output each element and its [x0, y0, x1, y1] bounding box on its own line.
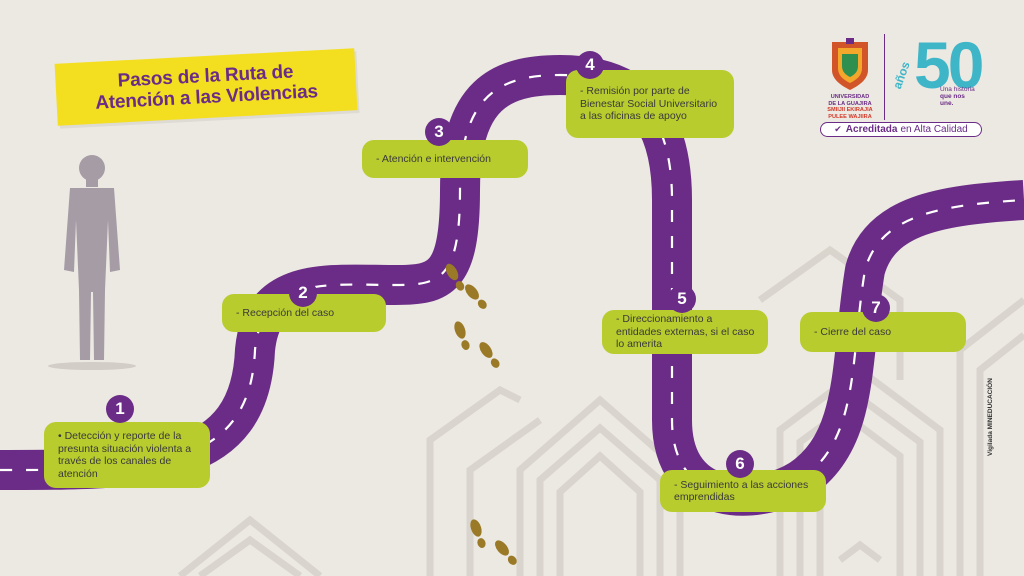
step-text-3: - Atención e intervención [376, 152, 491, 165]
step-box-3: - Atención e intervención [362, 140, 528, 178]
person-silhouette-icon [48, 155, 136, 370]
anniversary-number: 50 [914, 28, 984, 102]
step-number-6: 6 [726, 450, 754, 478]
years-word: años [890, 59, 913, 91]
accredited-rest: en Alta Calidad [900, 124, 968, 135]
slogan-line-3: une. [940, 100, 954, 107]
university-logo: UNIVERSIDAD DE LA GUAJIRA SMIIJII EKIRAJ… [818, 32, 988, 142]
university-name: UNIVERSIDAD DE LA GUAJIRA SMIIJII EKIRAJ… [818, 94, 882, 120]
step-number-7: 7 [862, 294, 890, 322]
university-shield-icon [832, 38, 868, 90]
step-number-2: 2 [289, 279, 317, 307]
check-icon: ✔ [834, 124, 842, 134]
road-center-dashes [0, 73, 1024, 497]
logo-divider [884, 34, 885, 120]
university-line-1: UNIVERSIDAD [830, 94, 870, 100]
step-box-4: - Remisión por parte de Bienestar Social… [566, 70, 734, 138]
step-number-5: 5 [668, 285, 696, 313]
step-text-5: - Direccionamiento a entidades externas,… [616, 313, 755, 351]
footprint-icon [445, 263, 517, 565]
step-number-3: 3 [425, 118, 453, 146]
step-number-1: 1 [106, 395, 134, 423]
vigilada-entity: MINEDUCACIÓN [987, 378, 994, 430]
step-text-2: - Recepción del caso [236, 306, 335, 319]
slogan-line-1: Una historia [940, 86, 975, 93]
step-number-4: 4 [576, 51, 604, 79]
vigilada-mineducacion: Vigilada MINEDUCACIÓN [987, 378, 994, 456]
accredited-bold: Acreditada [845, 124, 898, 135]
logo-slogan: Una historia que nos une. [940, 86, 975, 107]
vigilada-prefix: Vigilada [987, 431, 994, 456]
step-text-7: - Cierre del caso [814, 325, 892, 338]
step-text-4: - Remisión por parte de Bienestar Social… [580, 85, 718, 123]
slogan-line-2: que nos [940, 93, 965, 100]
step-box-6: - Seguimiento a las acciones emprendidas [660, 470, 826, 512]
step-box-5: - Direccionamiento a entidades externas,… [602, 310, 768, 354]
step-text-6: - Seguimiento a las acciones emprendidas [674, 478, 809, 504]
step-text-1: • Detección y reporte de la presunta sit… [58, 430, 192, 480]
step-box-1: • Detección y reporte de la presunta sit… [44, 422, 210, 488]
wayuu-line-1: SMIIJII EKIRAJIA [827, 107, 873, 114]
accreditation-badge: ✔ Acreditada en Alta Calidad [820, 122, 982, 137]
university-line-2: DE LA GUAJIRA [828, 100, 872, 107]
wayuu-line-2: PULEE WAJIIRA [828, 113, 872, 120]
